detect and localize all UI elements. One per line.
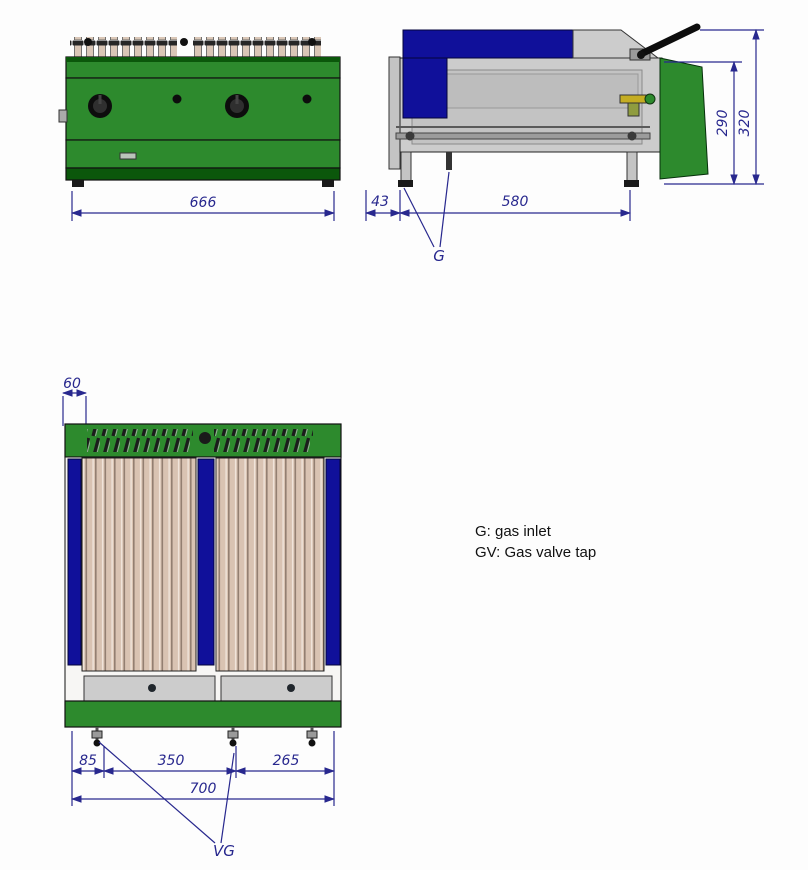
leader-line [439, 171, 450, 248]
burner-grate-row-right [193, 37, 321, 57]
front-shelf-right [220, 675, 333, 702]
top-front-green-band [64, 700, 342, 728]
side-blue-top-band [402, 29, 574, 59]
dimension-text-85: 85 [79, 753, 97, 769]
dimension-text-666: 666 [190, 195, 217, 211]
dimension-side-bottom: 43 580 [364, 190, 632, 221]
side-view [388, 23, 709, 187]
navy-bar-right [325, 458, 341, 666]
pilot-dot-1 [172, 94, 182, 104]
gas-inlet-callout: G [403, 171, 450, 265]
knob-pointer [235, 95, 239, 104]
valve-body [91, 730, 103, 739]
grill-hatch-left [87, 429, 193, 452]
pilot-dot-2 [302, 94, 312, 104]
front-top-band-shadow [66, 57, 340, 62]
legend: G: gas inlet GV: Gas valve tap [475, 523, 596, 561]
handle-arm [637, 23, 701, 58]
grill-tubes-right [215, 457, 325, 672]
leader-line [403, 187, 435, 248]
top-view: 60 [61, 376, 342, 747]
handle-lever [629, 23, 701, 61]
legend-line-1: G: gas inlet [475, 523, 552, 540]
valve-cap [644, 93, 656, 105]
pipe-flange-left [405, 131, 415, 141]
dimension-text-265: 265 [273, 753, 300, 769]
shelf-screw-1 [148, 684, 156, 692]
gas-valve-detail [619, 93, 656, 117]
dimension-top-bottom-row: 85 350 265 700 [70, 731, 336, 806]
gas-inlet-stub [446, 152, 452, 170]
foot-left [72, 180, 84, 187]
leader-line [220, 752, 235, 844]
valve-tip [229, 739, 237, 747]
grill-tubes-left [81, 457, 197, 672]
gas-pipe [395, 132, 651, 140]
front-lower-body [65, 139, 341, 169]
dimension-text-290: 290 [715, 110, 731, 137]
igniter-dot [84, 38, 92, 46]
igniter-dot [308, 38, 316, 46]
drawer-handle [119, 152, 137, 160]
valve-body [619, 94, 647, 104]
valve-stem [627, 102, 640, 117]
valve-tip [93, 739, 101, 747]
front-base-band [65, 167, 341, 181]
back-panel [388, 56, 401, 170]
valve-callout: VG [98, 741, 235, 860]
front-control-panel [65, 77, 341, 141]
foot-left [398, 180, 413, 187]
knob-pointer [98, 95, 102, 104]
gas-valve-tap-3 [306, 727, 318, 747]
dimension-text-580: 580 [502, 194, 529, 210]
navy-bar-left [67, 458, 82, 666]
leader-line [98, 741, 216, 844]
gas-valve-tap-1 [91, 727, 103, 747]
navy-bar-center [197, 458, 215, 666]
valve-body [306, 730, 318, 739]
dimension-text-700: 700 [190, 781, 217, 797]
side-tab [58, 109, 68, 123]
control-knob-2 [225, 94, 249, 118]
valve-label: VG [213, 842, 235, 860]
dimension-edge-60: 60 [61, 376, 88, 430]
shelf-screw-2 [287, 684, 295, 692]
legend-line-2: GV: Gas valve tap [475, 544, 596, 561]
burner-grate-row-left [70, 37, 177, 57]
valve-body [227, 730, 239, 739]
dimension-text-350: 350 [158, 753, 185, 769]
control-knob-1 [88, 94, 112, 118]
valve-tip [308, 739, 316, 747]
pipe-flange-right [627, 131, 637, 141]
foot-right [624, 180, 639, 187]
dimension-text-43: 43 [371, 194, 389, 210]
gas-valve-tap-2 [227, 727, 239, 747]
side-green-panel [659, 57, 709, 180]
dimension-text-60: 60 [63, 376, 81, 392]
center-burner-dot [199, 432, 211, 444]
dimension-side-height-290: 290 320 [664, 28, 764, 186]
handle-pivot [637, 51, 645, 59]
grill-hatch-right [214, 429, 313, 452]
knob-inner [230, 99, 244, 113]
dimension-text-320: 320 [737, 110, 753, 137]
side-body-upper-inset [415, 73, 639, 109]
knob-inner [93, 99, 107, 113]
dimension-front-width: 666 [70, 191, 336, 221]
foot-right [322, 180, 334, 187]
igniter-dot [180, 38, 188, 46]
front-view [58, 37, 341, 187]
gas-inlet-label: G [433, 247, 445, 265]
leg-left [400, 151, 412, 182]
leg-right [626, 151, 638, 182]
